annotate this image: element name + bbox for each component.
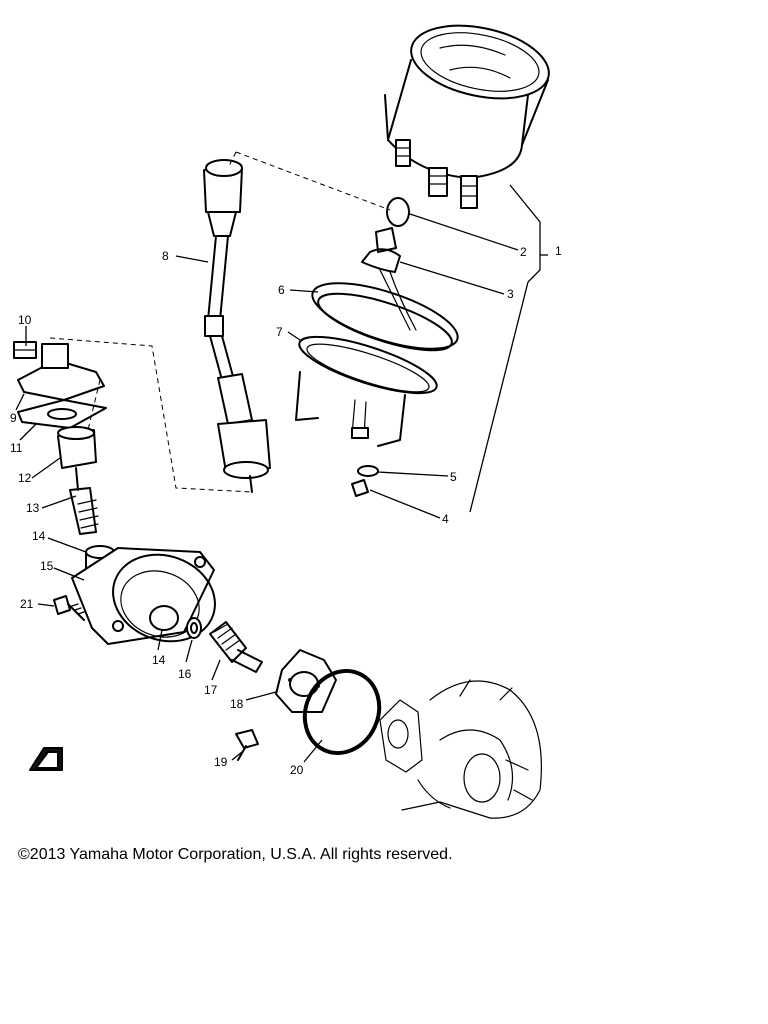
gear-housing [53, 545, 216, 645]
bulb-and-socket [361, 197, 417, 331]
small-fasteners [351, 465, 379, 497]
copyright-notice: ©2013 Yamaha Motor Corporation, U.S.A. A… [18, 846, 453, 863]
assembly-guide-lines [49, 151, 391, 493]
part-label-4: 4 [442, 512, 449, 526]
part-label-5: 5 [450, 470, 457, 484]
part-label-6: 6 [278, 283, 285, 297]
meter-rings [295, 282, 459, 447]
part-label-21: 21 [20, 597, 34, 611]
part-label-12: 12 [18, 471, 32, 485]
speedometer-assembly [384, 24, 550, 209]
part-label-8: 8 [162, 249, 169, 263]
part-labels: 1 2 3 4 5 6 7 8 9 10 11 12 13 14 15 14 1… [10, 244, 562, 777]
plate-oring-screw [235, 649, 382, 761]
exploded-parts-diagram: 1 2 3 4 5 6 7 8 9 10 11 12 13 14 15 14 1… [10, 24, 562, 819]
part-label-2: 2 [520, 245, 527, 259]
wheel-hub [379, 679, 542, 819]
washer-and-gear [186, 617, 263, 673]
part-label-9: 9 [10, 411, 17, 425]
part-label-10: 10 [18, 313, 32, 327]
part-label-16: 16 [178, 667, 192, 681]
part-label-19: 19 [214, 755, 228, 769]
leader-lines [15, 184, 548, 763]
drive-housing-top [13, 341, 107, 535]
part-label-11: 11 [10, 441, 23, 455]
part-label-14-top: 14 [32, 529, 46, 543]
speedometer-cable [203, 159, 271, 493]
part-label-13: 13 [26, 501, 40, 515]
part-label-15: 15 [40, 559, 54, 573]
part-label-14-bottom: 14 [152, 653, 166, 667]
part-label-17: 17 [204, 683, 218, 697]
part-label-18: 18 [230, 697, 244, 711]
front-direction-icon [29, 747, 63, 771]
part-label-20: 20 [290, 763, 304, 777]
part-label-3: 3 [507, 287, 514, 301]
part-label-7: 7 [276, 325, 283, 339]
part-label-1: 1 [555, 244, 562, 258]
